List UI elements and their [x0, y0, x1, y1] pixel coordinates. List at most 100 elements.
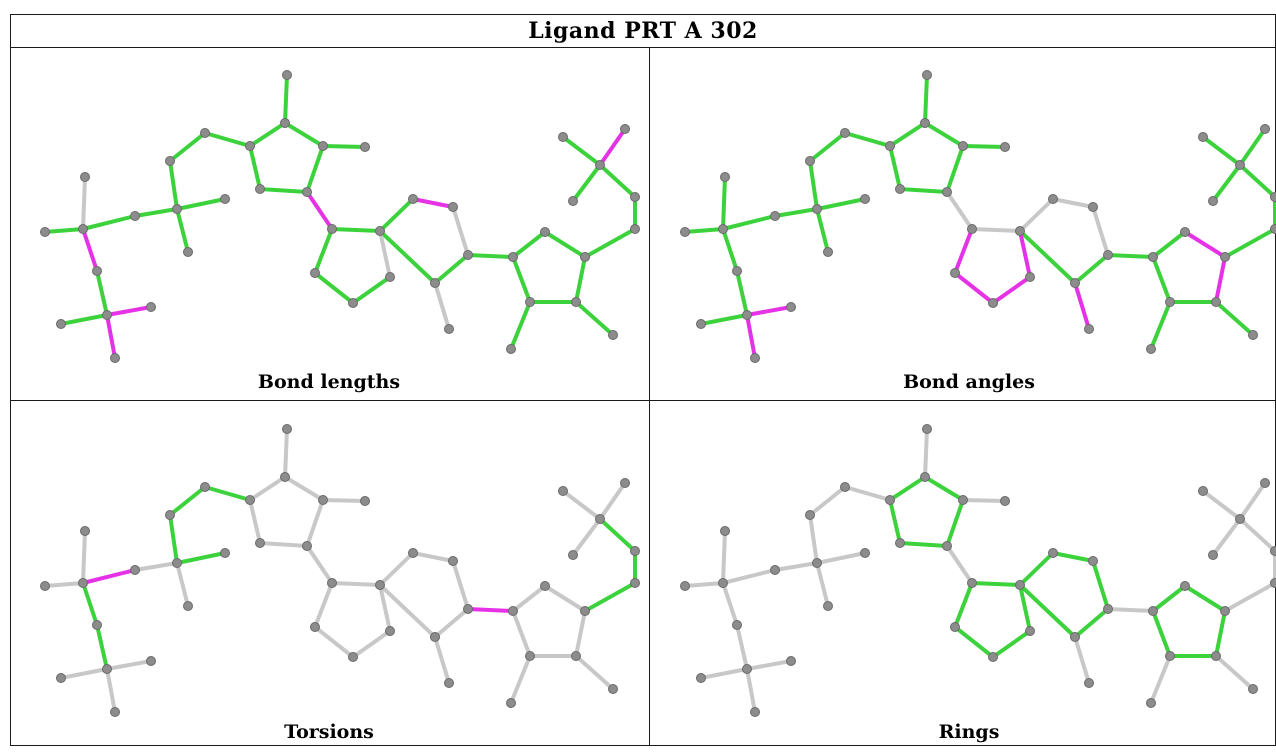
- bond: [963, 146, 1005, 147]
- bond: [747, 669, 755, 712]
- atom: [824, 248, 833, 257]
- atom: [631, 579, 640, 588]
- atom: [1199, 487, 1208, 496]
- atom: [559, 133, 568, 142]
- atom: [1212, 652, 1221, 661]
- atom: [303, 542, 312, 551]
- atom: [445, 679, 454, 688]
- atom: [771, 212, 780, 221]
- bond: [1151, 302, 1170, 349]
- bond: [45, 583, 83, 586]
- atom: [719, 579, 728, 588]
- bond: [83, 531, 85, 583]
- molecule-bond-angles: [655, 49, 1276, 401]
- bond: [285, 429, 287, 477]
- atom: [283, 71, 292, 80]
- bond: [600, 129, 625, 165]
- atom: [1104, 605, 1113, 614]
- atom: [631, 547, 640, 556]
- bond: [453, 561, 468, 609]
- atom: [246, 142, 255, 151]
- atom: [1212, 298, 1221, 307]
- atom: [581, 607, 590, 616]
- atom: [349, 299, 358, 308]
- bond: [97, 625, 107, 669]
- bond: [723, 570, 775, 583]
- bond: [177, 199, 225, 209]
- bond: [177, 209, 188, 252]
- atom: [951, 269, 960, 278]
- atom: [319, 496, 328, 505]
- atom: [1181, 582, 1190, 591]
- atom: [1026, 273, 1035, 282]
- bond: [747, 315, 755, 358]
- bond: [817, 209, 828, 252]
- atom: [57, 320, 66, 329]
- atom: [1271, 579, 1276, 588]
- atom: [596, 515, 605, 524]
- caption-bond-lengths: Bond lengths: [15, 371, 643, 393]
- bond: [955, 229, 972, 273]
- atom: [943, 188, 952, 197]
- atom: [281, 473, 290, 482]
- bond: [955, 583, 972, 627]
- atom: [256, 185, 265, 194]
- title-row: Ligand PRT A 302: [11, 15, 1275, 48]
- bond: [1075, 609, 1108, 637]
- bond: [810, 515, 817, 563]
- caption-bond-angles: Bond angles: [655, 371, 1276, 393]
- bond: [285, 123, 323, 146]
- atom: [609, 331, 618, 340]
- bond: [353, 631, 390, 657]
- bond: [1203, 137, 1240, 165]
- bond: [545, 232, 585, 257]
- bond: [1153, 232, 1185, 257]
- bond: [737, 625, 747, 669]
- atom: [246, 496, 255, 505]
- atom: [201, 129, 210, 138]
- atom: [921, 119, 930, 128]
- atom: [111, 708, 120, 717]
- bond: [963, 500, 1005, 501]
- bond: [1225, 583, 1275, 611]
- figure-title: Ligand PRT A 302: [528, 18, 758, 44]
- atom: [681, 582, 690, 591]
- bond: [701, 669, 747, 678]
- atom: [445, 325, 454, 334]
- bond: [83, 570, 135, 583]
- atom: [541, 228, 550, 237]
- atom: [449, 557, 458, 566]
- atom: [959, 142, 968, 151]
- bond: [413, 553, 453, 561]
- bond: [1225, 229, 1275, 257]
- bond: [285, 477, 323, 500]
- bond: [810, 487, 845, 515]
- bond: [1213, 165, 1240, 201]
- atom: [283, 425, 292, 434]
- atom: [989, 653, 998, 662]
- atom: [968, 579, 977, 588]
- bond: [1185, 586, 1225, 611]
- bond: [576, 611, 585, 656]
- bond: [61, 669, 107, 678]
- bond: [845, 487, 890, 500]
- atom: [386, 627, 395, 636]
- atom: [41, 582, 50, 591]
- atom: [596, 161, 605, 170]
- bond: [1108, 255, 1153, 257]
- figure-frame: Ligand PRT A 302 Bond lengths Bond angle…: [10, 14, 1276, 746]
- atom: [1016, 581, 1025, 590]
- atom: [559, 487, 568, 496]
- atom: [1209, 197, 1218, 206]
- bond: [585, 583, 635, 611]
- panel-bond-lengths: Bond lengths: [15, 49, 643, 401]
- atom: [507, 345, 516, 354]
- bond: [1020, 199, 1053, 231]
- atom: [968, 225, 977, 234]
- bond: [576, 656, 613, 689]
- bond: [890, 146, 900, 189]
- atom: [147, 657, 156, 666]
- atom: [813, 559, 822, 568]
- bond: [513, 232, 545, 257]
- bond: [947, 546, 972, 583]
